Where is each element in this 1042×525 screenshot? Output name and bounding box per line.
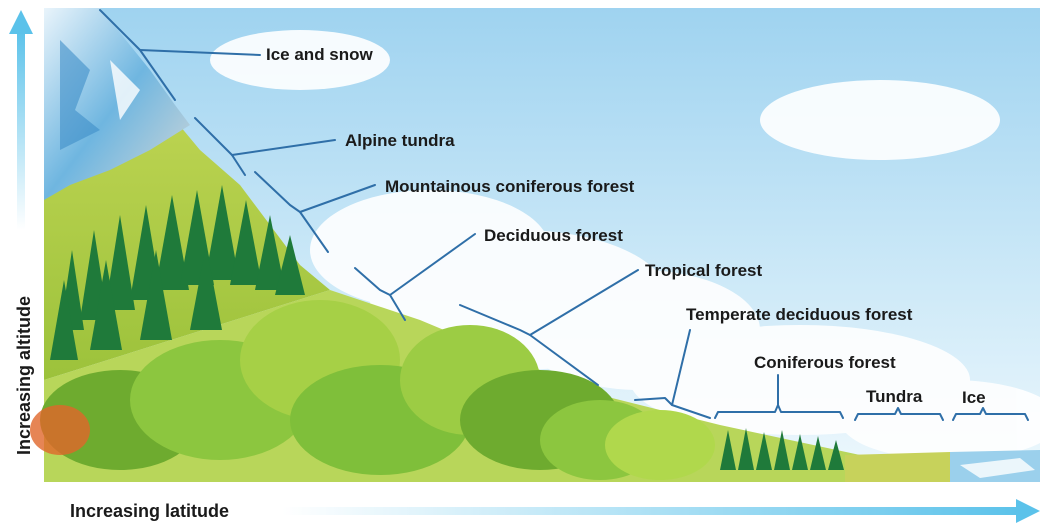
latitude-axis-label: Increasing latitude bbox=[70, 501, 229, 521]
mountain-coniferous-trees bbox=[50, 185, 305, 360]
altitude-axis-label: Increasing altitude bbox=[14, 296, 34, 455]
bracket-ice bbox=[952, 407, 1029, 421]
label-mountainous-coniferous-forest: Mountainous coniferous forest bbox=[385, 177, 635, 196]
bracket-tropical-forest bbox=[459, 304, 599, 386]
deciduous-and-tropical-trees bbox=[30, 300, 715, 480]
bracket-ice-and-snow bbox=[99, 9, 176, 101]
clouds bbox=[210, 30, 1042, 460]
bracket-tundra bbox=[854, 407, 944, 421]
tundra-ground bbox=[845, 452, 950, 482]
label-tropical-forest: Tropical forest bbox=[645, 261, 762, 280]
altitude-axis: Increasing altitude bbox=[9, 10, 34, 455]
label-temperate-deciduous-forest: Temperate deciduous forest bbox=[686, 305, 913, 324]
coniferous-forest-trees bbox=[720, 428, 844, 470]
label-ice-and-snow: Ice and snow bbox=[266, 45, 374, 64]
zone-brackets bbox=[99, 9, 1029, 421]
bracket-temperate-deciduous-forest bbox=[634, 397, 711, 419]
label-ice: Ice bbox=[962, 388, 986, 407]
latitude-arrowhead-icon bbox=[1016, 499, 1040, 523]
label-coniferous-forest: Coniferous forest bbox=[754, 353, 896, 372]
latitude-axis: Increasing latitude bbox=[70, 499, 1040, 523]
bracket-deciduous-forest bbox=[354, 267, 406, 321]
bracket-alpine-tundra bbox=[194, 117, 246, 176]
label-deciduous-forest: Deciduous forest bbox=[484, 226, 623, 245]
label-tundra: Tundra bbox=[866, 387, 923, 406]
bracket-mountainous-coniferous-forest bbox=[254, 171, 329, 253]
altitude-arrowhead-icon bbox=[9, 10, 33, 34]
label-alpine-tundra: Alpine tundra bbox=[345, 131, 455, 150]
